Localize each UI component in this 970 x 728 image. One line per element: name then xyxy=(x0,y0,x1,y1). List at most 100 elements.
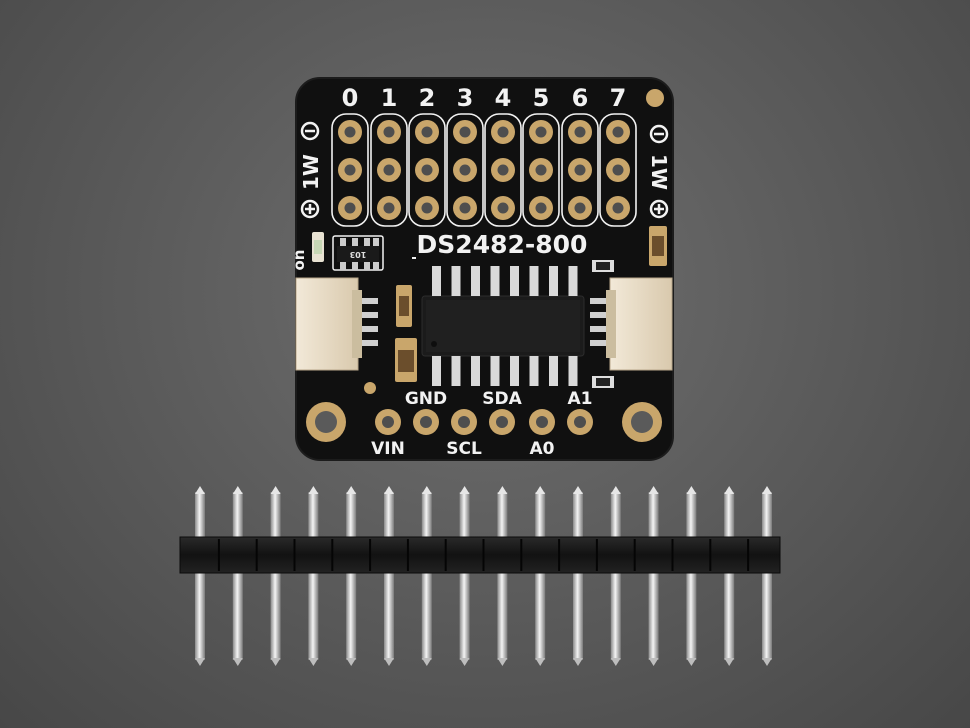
pad-hole xyxy=(574,416,586,428)
header-pin xyxy=(610,492,621,660)
pin-tip xyxy=(686,486,697,494)
side-label-text: 1W xyxy=(299,154,323,190)
pin-tip xyxy=(686,658,697,666)
pad-hole xyxy=(344,202,356,214)
channel-label: 5 xyxy=(533,84,550,112)
pad-hole xyxy=(497,126,509,138)
pin-tip xyxy=(762,658,772,666)
ic-leg xyxy=(490,266,500,296)
header-pin xyxy=(686,492,697,660)
pin-tip xyxy=(762,486,772,494)
resistor-marking: 103 xyxy=(350,250,367,259)
header-pin xyxy=(497,492,508,660)
pin-label-gnd: GND xyxy=(405,389,447,409)
channel-label: 2 xyxy=(419,84,436,112)
ic-leg xyxy=(471,266,480,296)
ic-leg xyxy=(510,356,519,386)
header-pin xyxy=(459,492,470,660)
pad-hole xyxy=(497,202,509,214)
pad-hole xyxy=(574,202,586,214)
pin-tip xyxy=(573,486,583,494)
pad-hole xyxy=(496,416,508,428)
channel-label: 1 xyxy=(381,84,398,112)
pad-hole xyxy=(574,164,586,176)
pad-hole xyxy=(421,126,433,138)
pin-label-scl: SCL xyxy=(446,439,482,459)
pad-hole xyxy=(383,164,395,176)
pad-hole xyxy=(420,416,432,428)
pin-tip xyxy=(459,486,470,494)
pin-tip xyxy=(573,658,583,666)
pad-hole xyxy=(459,202,471,214)
pad-hole xyxy=(535,202,547,214)
pin-label-a1: A1 xyxy=(568,389,593,409)
pad-hole xyxy=(497,164,509,176)
pad-hole xyxy=(459,126,471,138)
pin-tip xyxy=(270,658,281,666)
pin-tip xyxy=(195,658,205,666)
pad-hole xyxy=(383,126,395,138)
pin-tip xyxy=(195,486,205,494)
header-pin xyxy=(535,492,546,660)
header-pin xyxy=(573,492,583,660)
header-pin xyxy=(346,492,357,660)
side-label-right: 1W xyxy=(647,124,671,219)
pad-hole xyxy=(382,416,394,428)
pin-tip xyxy=(724,658,735,666)
plus-symbol-icon xyxy=(649,199,669,219)
channel-pad-outline xyxy=(522,113,560,227)
pad-hole xyxy=(535,126,547,138)
ground-symbol-icon xyxy=(300,121,320,141)
ic-leg xyxy=(529,356,539,386)
pin-tip xyxy=(497,658,508,666)
pin-tip xyxy=(421,658,432,666)
pin-tip xyxy=(270,486,281,494)
channel-label: 6 xyxy=(572,84,589,112)
one-wire-pad-grid xyxy=(331,113,637,227)
channel-pad-outline xyxy=(331,113,369,227)
ic-leg xyxy=(451,266,461,296)
pin-tip xyxy=(232,658,243,666)
side-label-text: 1W xyxy=(647,154,671,190)
pin-label-a0: A0 xyxy=(530,439,555,459)
pin-tip xyxy=(535,658,546,666)
channel-label: 4 xyxy=(495,84,512,112)
pad-hole xyxy=(612,164,624,176)
pad-hole xyxy=(459,164,471,176)
pad-hole xyxy=(421,202,433,214)
header-pin xyxy=(384,492,394,660)
header-pin xyxy=(270,492,281,660)
pad-hole xyxy=(383,202,395,214)
pin-tip xyxy=(648,658,659,666)
pad-hole xyxy=(421,164,433,176)
channel-pad-outline xyxy=(561,113,599,227)
pad-hole xyxy=(612,202,624,214)
channel-labels: 0 1 2 3 4 5 6 7 xyxy=(342,84,627,112)
power-led-label: on xyxy=(290,250,308,271)
header-pad-row xyxy=(306,402,662,442)
ic-leg xyxy=(451,356,461,386)
pin-tip xyxy=(459,658,470,666)
pin-tip xyxy=(497,486,508,494)
channel-label: 3 xyxy=(457,84,474,112)
fiducial-dot xyxy=(646,89,664,107)
header-pin xyxy=(195,492,205,660)
breakout-board: 0 1 2 3 4 5 6 7 1W 1W DS xyxy=(290,77,674,461)
pad-hole xyxy=(344,126,356,138)
pad-hole xyxy=(344,164,356,176)
stemma-qt-connector-left xyxy=(295,277,378,371)
male-header-strip xyxy=(179,486,781,666)
ic-leg xyxy=(432,266,441,296)
header-plastic-body xyxy=(179,536,781,574)
header-pin xyxy=(421,492,432,660)
ic-leg xyxy=(432,356,441,386)
header-pin xyxy=(724,492,735,660)
board-title: DS2482-800 xyxy=(417,230,588,259)
channel-pad-outline xyxy=(408,113,446,227)
pin-tip xyxy=(610,486,621,494)
ic-leg xyxy=(549,356,558,386)
pin-tip xyxy=(610,658,621,666)
resistor-array: 103 xyxy=(332,235,384,271)
side-label-left: 1W xyxy=(299,121,323,219)
pin-tip xyxy=(232,486,243,494)
